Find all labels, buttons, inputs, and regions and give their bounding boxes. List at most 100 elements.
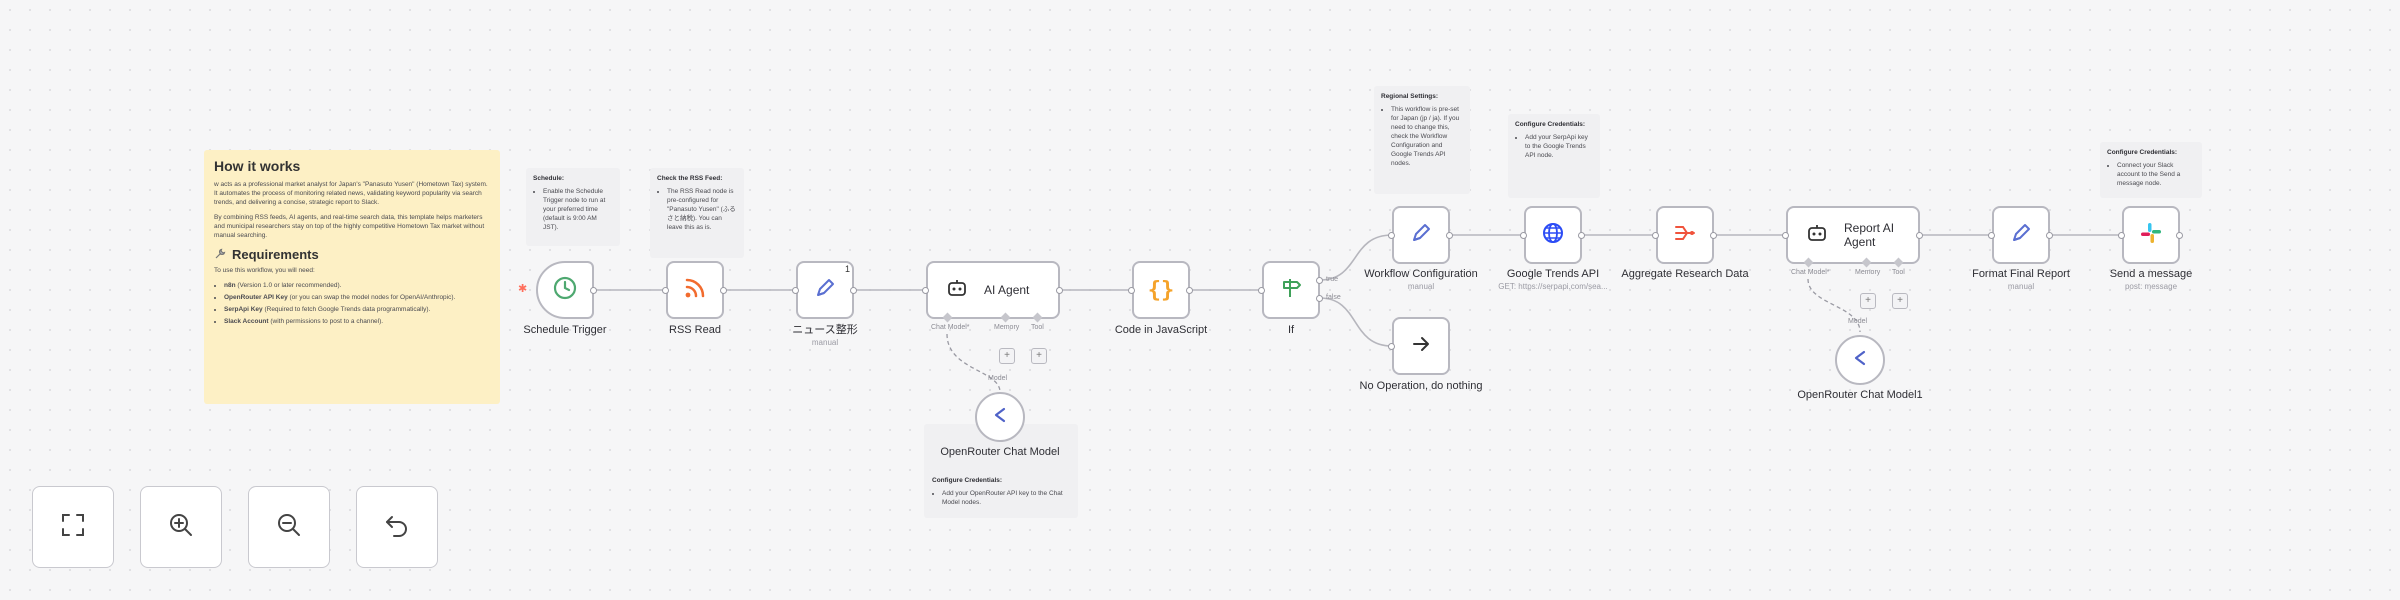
node-news-format[interactable] xyxy=(796,261,854,319)
node-label: RSS Read xyxy=(669,324,721,336)
pencil-icon xyxy=(813,276,837,305)
add-tool-button[interactable]: + xyxy=(1892,293,1908,309)
node-title: Report AI Agent xyxy=(1844,221,1895,249)
connection-chat1-agent xyxy=(946,333,1001,393)
branch-label-false: false xyxy=(1326,294,1341,301)
globe-icon xyxy=(1541,221,1565,250)
node-title: AI Agent xyxy=(984,283,1030,297)
sticky-note-credentials-trends[interactable]: Configure Credentials: Add your SerpApi … xyxy=(1508,114,1600,198)
sticky-paragraph-2: By combining RSS feeds, AI agents, and r… xyxy=(214,214,485,239)
sticky-note-schedule[interactable]: Schedule: Enable the Schedule Trigger no… xyxy=(526,168,620,246)
node-google-trends-api[interactable] xyxy=(1524,206,1582,264)
node-label: Send a message xyxy=(2109,268,2193,280)
pencil-icon xyxy=(1409,221,1433,250)
sticky-note-rss[interactable]: Check the RSS Feed: The RSS Read node is… xyxy=(650,168,744,258)
node-send-a-message[interactable] xyxy=(2122,206,2180,264)
requirement-item: OpenRouter API Key (or you can swap the … xyxy=(224,293,490,302)
sticky-item: Connect your Slack account to the Send a… xyxy=(2117,161,2195,188)
port-label: Tool xyxy=(1031,324,1044,331)
sticky-note-regional[interactable]: Regional Settings: This workflow is pre-… xyxy=(1374,86,1470,194)
zoom-to-fit-button[interactable] xyxy=(32,486,114,568)
zoom-in-button[interactable] xyxy=(140,486,222,568)
input-port[interactable] xyxy=(1388,232,1395,239)
node-format-final-report[interactable] xyxy=(1992,206,2050,264)
fit-screen-icon xyxy=(60,512,86,543)
zoom-out-icon xyxy=(275,511,303,544)
input-port[interactable] xyxy=(1520,232,1527,239)
node-if[interactable] xyxy=(1262,261,1320,319)
requirement-item: n8n (Version 1.0 or later recommended). xyxy=(224,281,490,290)
node-report-ai-agent[interactable]: Report AI Agent xyxy=(1786,206,1920,264)
output-port-false[interactable] xyxy=(1316,295,1323,302)
connection-if-config xyxy=(1319,234,1393,281)
output-port[interactable] xyxy=(1056,287,1063,294)
zoom-out-button[interactable] xyxy=(248,486,330,568)
sticky-title: Schedule: xyxy=(533,175,565,182)
sticky-note-credentials-slack[interactable]: Configure Credentials: Connect your Slac… xyxy=(2100,142,2202,198)
node-code-javascript[interactable]: {} xyxy=(1132,261,1190,319)
requirements-intro: To use this workflow, you will need: xyxy=(214,267,315,274)
output-port[interactable] xyxy=(590,287,597,294)
node-label: Format Final Report xyxy=(1972,268,2070,280)
add-memory-button[interactable]: + xyxy=(999,348,1015,364)
node-subtitle: manual xyxy=(2007,282,2035,291)
port-label: Memory xyxy=(994,324,1020,331)
pencil-icon xyxy=(2009,221,2033,250)
requirements-title: Requirements xyxy=(232,246,319,262)
undo-button[interactable] xyxy=(356,486,438,568)
connection-if-noop xyxy=(1319,297,1393,347)
input-port[interactable] xyxy=(1388,343,1395,350)
output-port[interactable] xyxy=(1916,232,1923,239)
robot-icon xyxy=(946,277,968,304)
slack-icon xyxy=(2139,221,2163,250)
node-label: ニュース整形 xyxy=(792,324,858,336)
sticky-note-how-it-works[interactable]: How it works w acts as a professional ma… xyxy=(204,150,500,404)
node-rss-read[interactable] xyxy=(666,261,724,319)
add-memory-button[interactable]: + xyxy=(1860,293,1876,309)
aggregate-icon xyxy=(1673,221,1697,250)
node-label: Workflow Configuration xyxy=(1364,268,1478,280)
node-openrouter-chat-model1[interactable] xyxy=(1835,335,1885,385)
node-no-operation[interactable] xyxy=(1392,317,1450,375)
rss-icon xyxy=(683,276,707,305)
input-port[interactable] xyxy=(1652,232,1659,239)
sticky-title: How it works xyxy=(214,158,301,174)
output-port-true[interactable] xyxy=(1316,277,1323,284)
input-port[interactable] xyxy=(1988,232,1995,239)
node-ai-agent[interactable]: AI Agent xyxy=(926,261,1060,319)
requirements-list: n8n (Version 1.0 or later recommended). … xyxy=(214,281,490,326)
input-port[interactable] xyxy=(1258,287,1265,294)
input-port[interactable] xyxy=(2118,232,2125,239)
output-port[interactable] xyxy=(720,287,727,294)
arrow-right-icon xyxy=(1410,333,1432,360)
output-port[interactable] xyxy=(1710,232,1717,239)
sticky-title: Configure Credentials: xyxy=(1515,121,1586,128)
node-label: If xyxy=(1287,324,1295,336)
branch-label-true: true xyxy=(1326,276,1339,283)
sticky-item: Add your SerpApi key to the Google Trend… xyxy=(1525,133,1593,160)
node-label: Schedule Trigger xyxy=(523,324,607,336)
output-port[interactable] xyxy=(850,287,857,294)
port-label: Tool xyxy=(1892,269,1905,276)
output-port[interactable] xyxy=(2046,232,2053,239)
braces-icon: {} xyxy=(1147,277,1175,303)
input-port[interactable] xyxy=(1128,287,1135,294)
sticky-item: This workflow is pre-set for Japan (jp /… xyxy=(1391,105,1463,168)
node-openrouter-chat-model[interactable] xyxy=(975,392,1025,442)
node-label: Google Trends API xyxy=(1506,268,1600,280)
output-port[interactable] xyxy=(1446,232,1453,239)
openrouter-icon xyxy=(990,405,1010,430)
add-tool-button[interactable]: + xyxy=(1031,348,1047,364)
input-port[interactable] xyxy=(792,287,799,294)
output-port[interactable] xyxy=(2176,232,2183,239)
input-port[interactable] xyxy=(1782,232,1789,239)
node-workflow-configuration[interactable] xyxy=(1392,206,1450,264)
output-port[interactable] xyxy=(1578,232,1585,239)
input-port[interactable] xyxy=(662,287,669,294)
output-port[interactable] xyxy=(1186,287,1193,294)
node-aggregate-research-data[interactable] xyxy=(1656,206,1714,264)
node-schedule-trigger[interactable] xyxy=(536,261,594,319)
input-port[interactable] xyxy=(922,287,929,294)
node-label: OpenRouter Chat Model xyxy=(940,446,1060,458)
port-label: Chat Model* xyxy=(931,324,970,331)
